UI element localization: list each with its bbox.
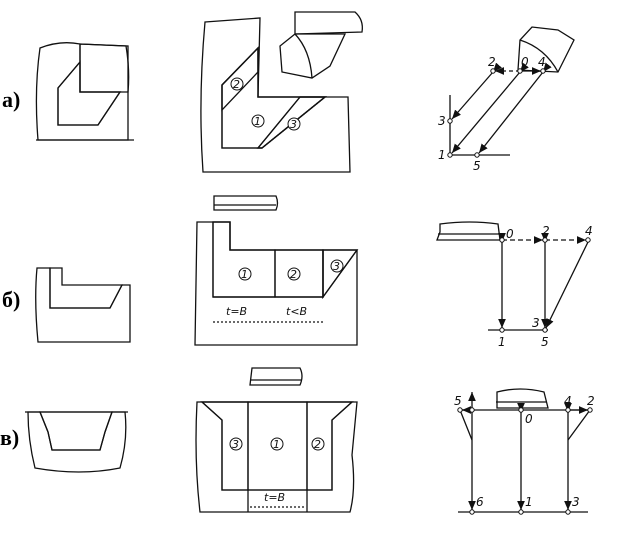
point-label: 5 xyxy=(541,335,549,349)
point-label: 4 xyxy=(538,55,546,69)
dimension-label: t=В xyxy=(264,491,285,504)
point-label: 6 xyxy=(476,495,484,509)
point-label: 3 xyxy=(532,316,540,330)
point-label: 1 xyxy=(525,495,533,509)
tool-path-a: 0 4 2 3 1 5 xyxy=(438,26,575,173)
point-label: 2 xyxy=(587,394,595,408)
dimension-label: t=В xyxy=(226,305,247,318)
point-label: 5 xyxy=(454,394,462,408)
row-b: б) 1 2 3 t=В t<В xyxy=(2,195,593,349)
dimension-label: t<В xyxy=(286,305,307,318)
zone-label: 1 xyxy=(241,268,248,281)
point-label: 0 xyxy=(525,412,533,426)
part-c-sketch xyxy=(25,411,128,473)
part-a-sketch xyxy=(35,42,134,141)
zone-label: 3 xyxy=(290,118,297,131)
point-label: 1 xyxy=(498,335,506,349)
cutter-a xyxy=(279,11,363,79)
point-label: 2 xyxy=(542,224,550,238)
zone-label: 2 xyxy=(314,438,321,451)
point-label: 2 xyxy=(488,55,496,69)
row-label-c: в) xyxy=(0,425,19,450)
tool-path-c: 5 0 4 2 6 1 3 xyxy=(454,388,595,515)
zone-label: 2 xyxy=(233,78,240,91)
point-label: 0 xyxy=(506,227,514,241)
point-label: 3 xyxy=(438,114,446,128)
workpiece-c: 3 1 2 t=В xyxy=(195,367,358,513)
point-label: 0 xyxy=(521,55,529,69)
point-label: 4 xyxy=(585,224,593,238)
row-label-a: а) xyxy=(2,87,20,112)
row-c: в) 3 1 2 t=В xyxy=(0,367,595,515)
row-label-b: б) xyxy=(2,287,20,312)
zone-label: 1 xyxy=(273,438,280,451)
workpiece-b: 1 2 3 t=В t<В xyxy=(194,195,359,346)
zone-label: 3 xyxy=(232,438,239,451)
zone-label: 1 xyxy=(254,115,261,128)
zone-label: 3 xyxy=(333,260,340,273)
point-label: 3 xyxy=(572,495,580,509)
point-label: 5 xyxy=(473,159,481,173)
tool-path-b: 0 2 4 1 3 5 xyxy=(436,221,593,349)
zone-label: 2 xyxy=(290,268,297,281)
point-label: 1 xyxy=(438,148,446,162)
row-a: а) 2 1 3 xyxy=(2,11,575,173)
part-b-sketch xyxy=(35,267,131,343)
workpiece-a: 2 1 3 xyxy=(200,17,351,173)
point-label: 4 xyxy=(564,394,572,408)
